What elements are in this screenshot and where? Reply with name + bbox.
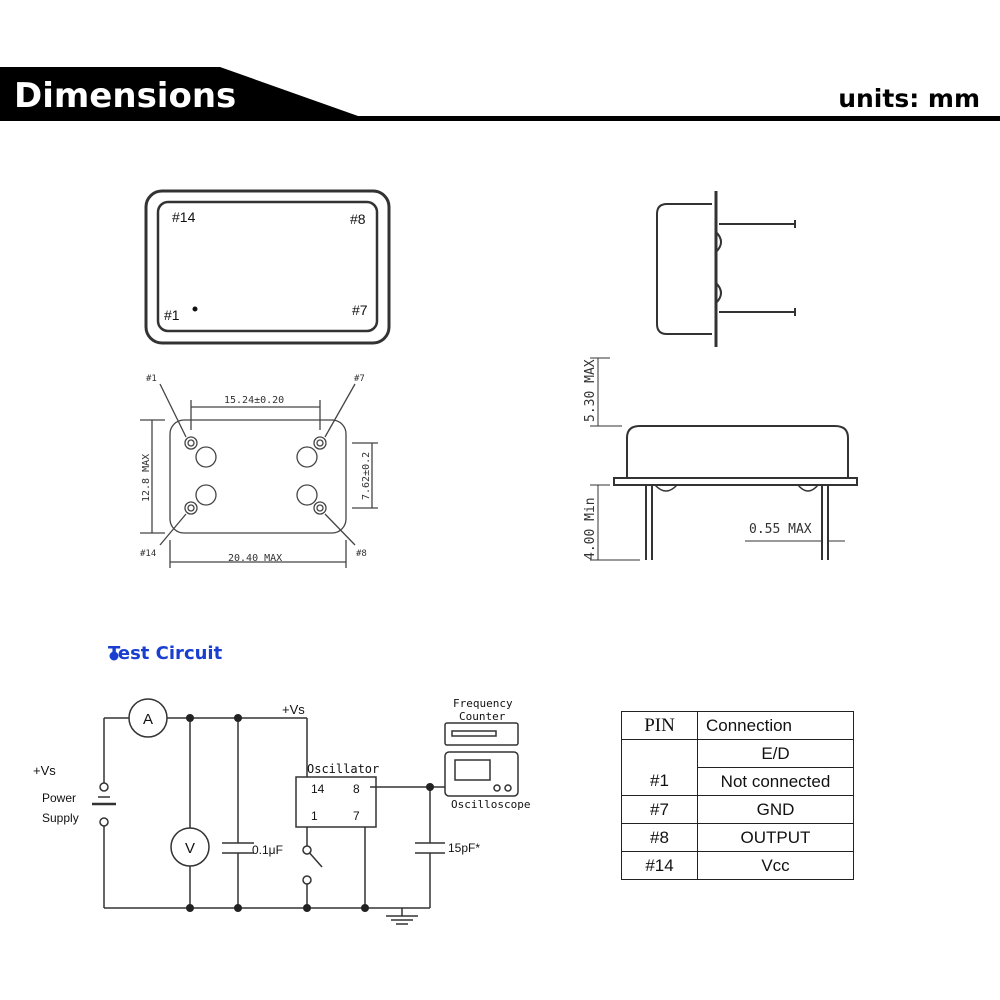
page-title: Dimensions [14,76,237,116]
pin1-dot [192,306,198,312]
bottom-pin-8: #8 [356,549,367,559]
top-pin-8: #8 [350,211,366,227]
bottom-view [140,383,378,568]
bottom-pin-7: #7 [354,374,365,384]
voltmeter-label: V [185,840,195,857]
dim-lead: 4.00 Min [583,497,598,560]
capacitor-label: 0.1μF [252,843,283,857]
top-pin-14: #14 [172,209,196,225]
power-supply-label-2: Supply [42,811,79,825]
test-circuit-title: Test Circuit [108,643,223,664]
osc-pin-1: 1 [311,809,318,823]
load-cap-label: 15pF* [448,841,480,855]
voltmeter [170,827,210,867]
osc-pin-14: 14 [311,782,325,796]
connection-cell: Not connected [697,767,854,796]
header-rule [0,116,1000,121]
dim-pitch: 15.24±0.20 [224,395,284,406]
test-circuit-bullet [109,651,119,661]
dim-width: 20.40 MAX [228,553,282,564]
table-row: #1 Not connected [621,767,854,796]
table-row: #7 GND [621,795,854,824]
dim-height: 12.8 MAX [141,454,152,502]
connection-cell: GND [697,795,854,824]
dim-row: 7.62±0.2 [361,452,372,500]
table-row: #8 OUTPUT [621,823,854,852]
vs-left-label: +Vs [33,763,56,778]
pin-table-header: PIN Connection [621,711,854,740]
pin-cell: #8 [621,823,698,852]
dim-pin: 0.55 MAX [749,522,812,537]
freq-counter-label-2: Counter [459,710,506,723]
table-row: E/D [621,739,854,768]
side-view-upper [656,191,796,347]
pin-cell: #14 [621,851,698,880]
pin-table: PIN Connection E/D #1 Not connected #7 G… [621,711,854,880]
side-view-lower [590,357,858,561]
pin-cell [621,739,698,768]
bottom-pin-14: #14 [140,549,156,559]
vs-top-label: +Vs [282,702,305,717]
units-label: units: mm [838,84,980,113]
osc-pin-7: 7 [353,809,360,823]
switch-contacts [99,782,312,885]
header-banner [0,67,358,116]
bottom-pin-1: #1 [146,374,157,384]
pin-cell: #1 [621,767,698,796]
connection-cell: E/D [697,739,854,768]
freq-counter-label-1: Frequency [453,697,513,710]
ammeter [128,698,168,738]
oscilloscope-label: Oscilloscope [451,798,530,811]
pin-header: PIN [621,711,698,740]
junction-dots [186,714,434,912]
pin-cell: #7 [621,795,698,824]
connection-cell: Vcc [697,851,854,880]
power-supply-label-1: Power [42,791,76,805]
connection-header: Connection [697,711,854,740]
top-view [144,189,391,345]
table-row: #14 Vcc [621,851,854,880]
top-pin-1: #1 [164,307,180,323]
oscillator-label: Oscillator [307,762,379,776]
ammeter-label: A [143,711,153,728]
dim-body: 5.30 MAX [583,359,598,422]
top-pin-7: #7 [352,302,368,318]
test-circuit-wires [92,717,519,925]
connection-cell: OUTPUT [697,823,854,852]
osc-pin-8: 8 [353,782,360,796]
